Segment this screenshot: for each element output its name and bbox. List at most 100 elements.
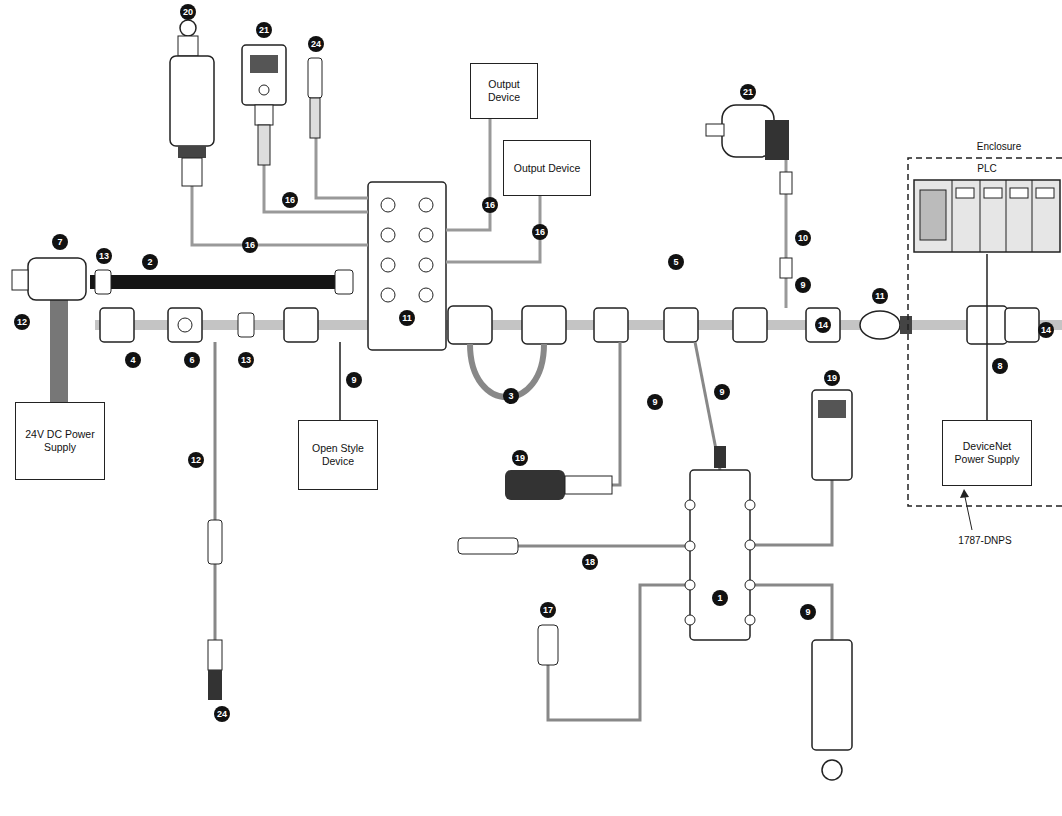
callout-number: 9 — [795, 277, 811, 293]
proximity-sensor — [505, 470, 565, 500]
callout-number: 11 — [399, 310, 415, 326]
module-divider — [980, 180, 981, 252]
callout-number: 9 — [647, 394, 663, 410]
port — [381, 198, 395, 212]
callout-number: 10 — [795, 230, 811, 246]
callout-number: 16 — [282, 192, 298, 208]
power-module — [920, 190, 946, 240]
node-text: 24V DC Power Supply — [21, 428, 99, 453]
callout-number: 9 — [346, 372, 362, 388]
plc-rack: PLC — [912, 162, 1062, 254]
callout-number: 16 — [242, 237, 258, 253]
cable — [750, 585, 832, 640]
cable — [316, 138, 368, 198]
sensor — [458, 538, 518, 554]
power-supply-box: DeviceNet Power Supply — [942, 420, 1032, 486]
callout-number: 19 — [824, 370, 840, 386]
tap — [594, 308, 628, 342]
tap — [168, 308, 202, 342]
photo-sensor — [242, 45, 286, 105]
port — [381, 258, 395, 272]
callout-number: 24 — [214, 706, 230, 722]
callout-number: 4 — [125, 352, 141, 368]
port — [685, 615, 695, 625]
connector — [335, 270, 353, 294]
connector — [238, 313, 254, 337]
tap — [806, 308, 840, 342]
port — [745, 500, 755, 510]
encoder-housing — [765, 120, 789, 160]
drop-cable — [612, 342, 620, 485]
connector — [565, 476, 612, 494]
power-cable — [50, 300, 68, 402]
port — [745, 580, 755, 590]
limit-switch-roller — [822, 760, 842, 780]
limit-switch-base — [178, 146, 206, 158]
tap — [522, 306, 566, 344]
callout-number: 17 — [540, 602, 556, 618]
module-divider — [1006, 180, 1007, 252]
limit-switch-body — [170, 56, 214, 146]
module-panel — [1010, 188, 1028, 198]
node-text: DeviceNet Power Supply — [948, 440, 1026, 465]
bulkhead-connector — [860, 311, 900, 339]
cable — [446, 119, 490, 230]
enclosure-frame: EnclosurePLCDeviceNet Power Supply — [906, 140, 1062, 508]
port — [178, 318, 192, 332]
callout-number: 7 — [52, 234, 68, 250]
callout-number: 9 — [800, 604, 816, 620]
rack-chassis — [914, 180, 1060, 252]
callout-number: 12 — [14, 314, 30, 330]
thick-trunk-cable — [90, 275, 352, 289]
callout-number: 6 — [184, 352, 200, 368]
callout-number: 3 — [503, 388, 519, 404]
encoder-shaft — [706, 124, 724, 136]
limit-switch-roller — [180, 20, 196, 36]
connector — [780, 172, 792, 194]
tap — [733, 308, 767, 342]
device-box — [368, 182, 446, 350]
port — [745, 540, 755, 550]
connector — [780, 258, 792, 278]
cable — [750, 480, 832, 545]
callout-number: 2 — [142, 254, 158, 270]
callout-number: 24 — [308, 36, 324, 52]
module-panel — [956, 188, 974, 198]
bulkhead-nut — [900, 316, 912, 334]
sensor-led — [259, 85, 269, 95]
cable — [446, 196, 540, 262]
callout-number: 5 — [668, 254, 684, 270]
connector — [310, 98, 320, 138]
connector — [714, 446, 726, 468]
node-text: Output Device — [476, 78, 532, 103]
port — [419, 198, 433, 212]
connector — [258, 125, 270, 165]
drop-cable — [214, 342, 217, 640]
node-text: Output Device — [514, 162, 581, 175]
terminator — [12, 270, 28, 290]
port — [745, 615, 755, 625]
node-text: PLC — [975, 163, 998, 175]
power-connector — [986, 254, 988, 420]
device-box: Open Style Device — [298, 420, 378, 490]
part-label: 1787-DNPS — [957, 535, 1012, 546]
arrowhead — [960, 489, 969, 498]
port — [419, 288, 433, 302]
cable — [548, 585, 690, 720]
port — [381, 288, 395, 302]
limit-switch-body — [812, 640, 852, 750]
tap — [448, 306, 492, 344]
leader-line — [965, 497, 972, 530]
callout-number: 20 — [180, 4, 196, 20]
callout-number: 19 — [512, 450, 528, 466]
callout-number: 14 — [815, 317, 831, 333]
port — [685, 500, 695, 510]
callout-number: 13 — [96, 248, 112, 264]
node-text: Open Style Device — [304, 442, 372, 467]
plc-rack-drawing — [912, 162, 1062, 254]
sensor-lens — [818, 400, 846, 418]
